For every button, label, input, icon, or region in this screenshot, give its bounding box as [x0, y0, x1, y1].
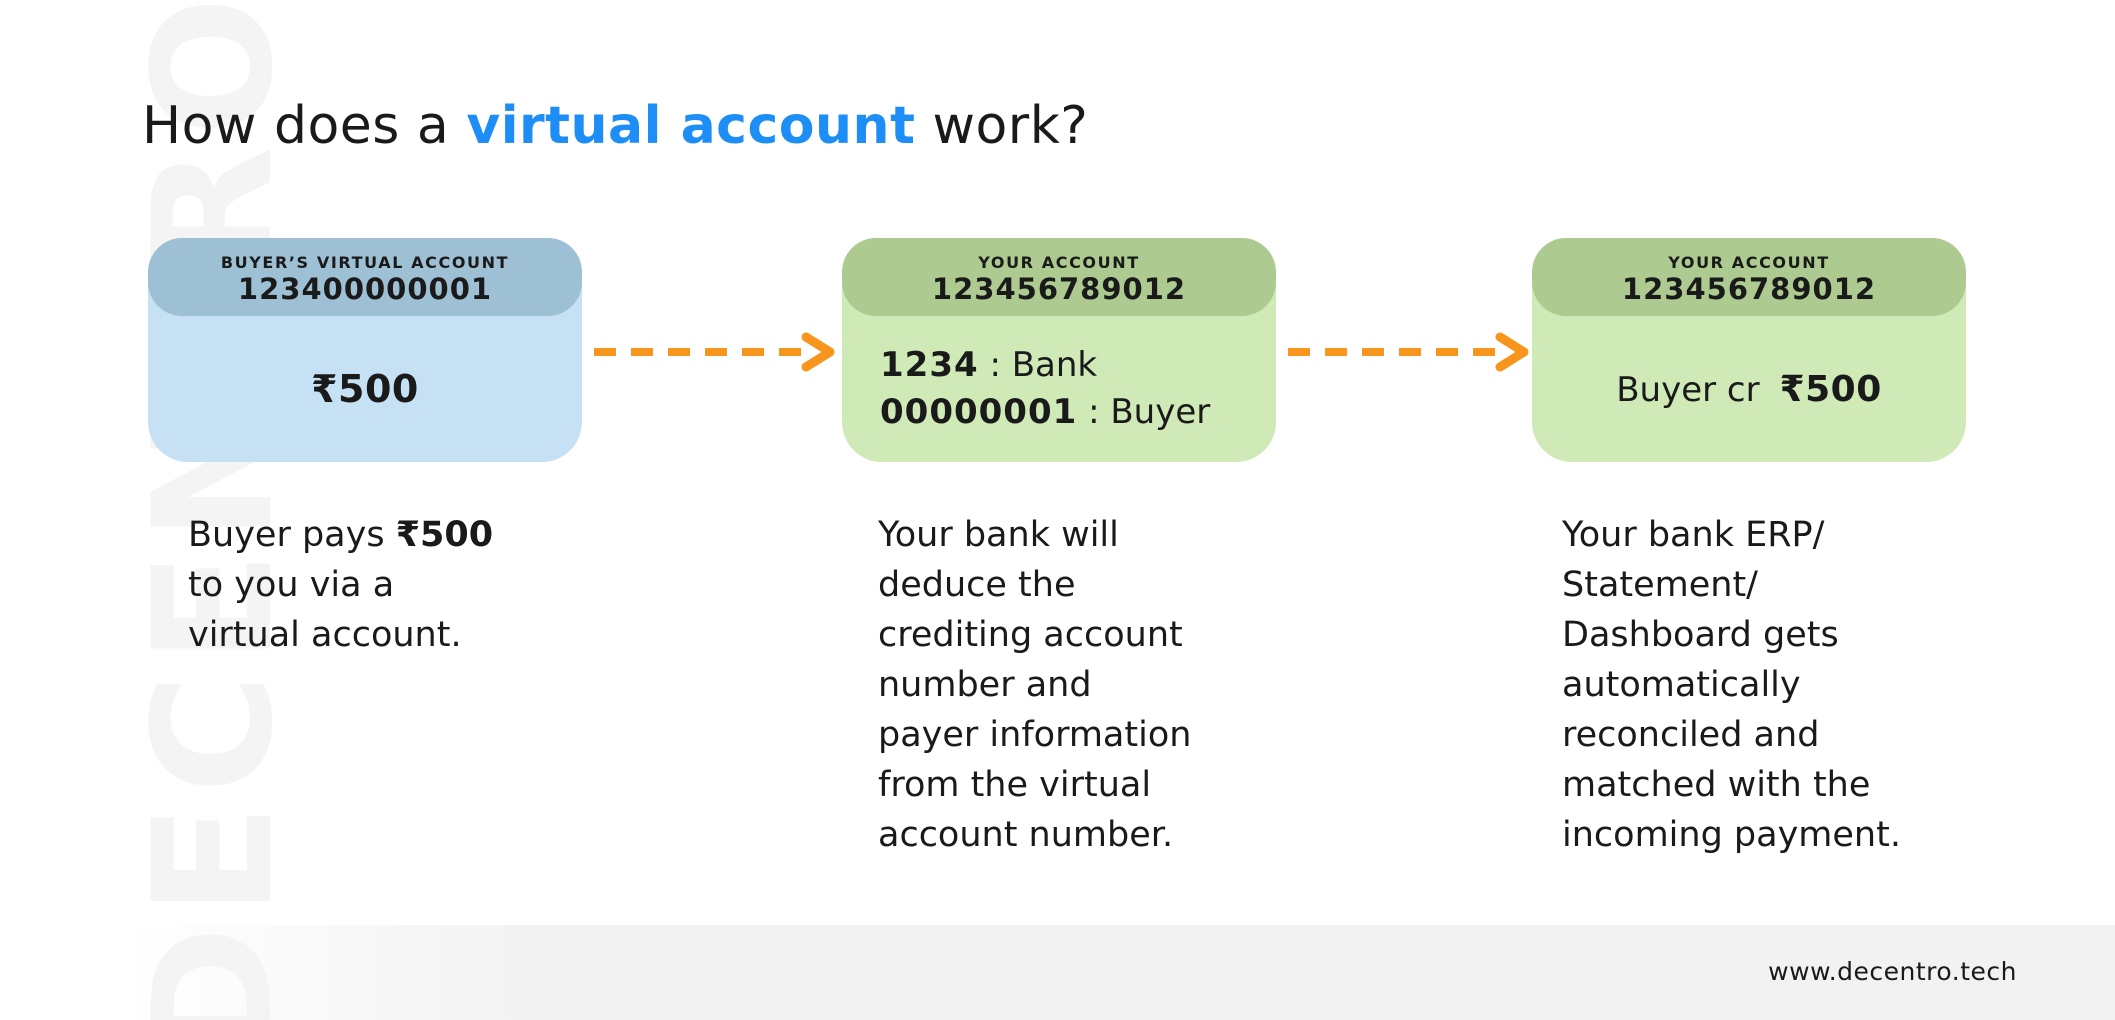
amount-value: ₹500: [311, 367, 419, 411]
desc1-text: Buyer pays: [188, 515, 396, 555]
page-title: How does a virtual account work?: [142, 96, 1088, 156]
card-body: ₹500: [148, 316, 582, 462]
card-header-label: YOUR ACCOUNT: [1668, 253, 1830, 272]
card-your-account-deduce: YOUR ACCOUNT 123456789012 1234 : Bank 00…: [842, 238, 1276, 462]
card-header: YOUR ACCOUNT 123456789012: [842, 238, 1276, 316]
buyer-code: 00000001: [880, 392, 1078, 432]
breakdown-row-buyer: 00000001 : Buyer: [880, 389, 1276, 436]
credit-line: Buyer cr ₹500: [1616, 369, 1882, 410]
dashed-arrow-right-icon: [594, 332, 835, 372]
card-header: YOUR ACCOUNT 123456789012: [1532, 238, 1966, 316]
desc1-line3: virtual account.: [188, 615, 462, 655]
credit-prefix: Buyer cr: [1616, 369, 1760, 410]
breakdown-row-bank: 1234 : Bank: [880, 342, 1276, 389]
title-suffix: work?: [915, 96, 1089, 156]
footer-website-url: www.decentro.tech: [1768, 957, 2017, 986]
footer-band: [0, 925, 2115, 1020]
card-your-account-credit: YOUR ACCOUNT 123456789012 Buyer cr ₹500: [1532, 238, 1966, 462]
card-header-label: BUYER’S VIRTUAL ACCOUNT: [220, 253, 510, 272]
card-header-label: YOUR ACCOUNT: [978, 253, 1140, 272]
card-buyers-virtual-account: BUYER’S VIRTUAL ACCOUNT 123400000001 ₹50…: [148, 238, 582, 462]
account-breakdown: 1234 : Bank 00000001 : Buyer: [842, 342, 1276, 436]
desc1-amount: ₹500: [395, 515, 494, 555]
title-prefix: How does a: [142, 96, 467, 156]
bank-code: 1234: [880, 345, 979, 385]
desc1-line2: to you via a: [188, 565, 395, 605]
card-body: Buyer cr ₹500: [1532, 316, 1966, 462]
card-account-number: 123456789012: [931, 272, 1187, 306]
amount-value: ₹500: [1779, 368, 1882, 410]
card-account-number: 123456789012: [1621, 272, 1877, 306]
card-account-number: 123400000001: [237, 272, 493, 306]
title-highlight: virtual account: [466, 96, 916, 156]
card-header: BUYER’S VIRTUAL ACCOUNT 123400000001: [148, 238, 582, 316]
bank-label: : Bank: [978, 345, 1098, 385]
dashed-arrow-right-icon: [1288, 332, 1529, 372]
card-body: 1234 : Bank 00000001 : Buyer: [842, 316, 1276, 462]
buyer-label: : Buyer: [1077, 392, 1211, 432]
